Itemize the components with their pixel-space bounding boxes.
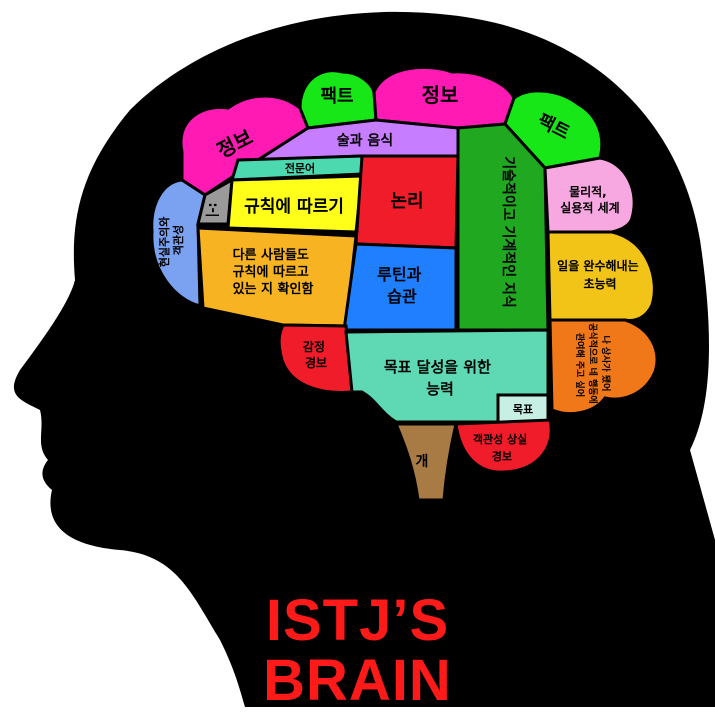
title-line-2: BRAIN	[263, 648, 452, 713]
label-fact-left: 팩트	[320, 86, 353, 107]
label-dog: 개	[416, 454, 429, 470]
label-superpower: 일을 완수해내는 초능력	[557, 258, 643, 291]
region-boss-feedback	[548, 318, 659, 415]
label-goal: 목표	[513, 403, 533, 416]
title-line-1: ISTJ’S	[265, 588, 450, 653]
label-objectivity-alarm: 객관성 상실 경보	[473, 432, 531, 463]
region-goal	[496, 393, 550, 425]
region-emotion-alarm	[277, 323, 354, 395]
label-physical-world: 물리적, 실용적 세계	[560, 184, 619, 215]
region-objectivity-alarm	[454, 418, 553, 474]
label-check-rules: 다른 사람들도 규칙에 따르고 있는 지 확인함	[233, 247, 314, 297]
region-physical-world	[543, 156, 636, 234]
label-info-top: 정보	[422, 83, 459, 107]
label-realism: 현실주의와 객관성	[157, 213, 185, 267]
label-follow-rules: 규칙에 따르기	[244, 197, 344, 217]
region-dog	[393, 422, 458, 502]
brain	[150, 66, 659, 502]
label-emotion-alarm: 감정 경보	[303, 339, 329, 370]
label-food: 술과 음식	[337, 133, 393, 149]
region-tech-knowledge	[456, 122, 550, 332]
label-routine: 루틴과 습관	[377, 265, 427, 306]
label-tech-knowledge: 기술적이고 기계적인 지식	[500, 156, 517, 307]
label-logic: 논리	[390, 191, 423, 212]
region-realism	[150, 178, 207, 308]
label-boss-feedback: 나 상사가 됐어 공식적으로 네 행동에 관여해 주고 싶어	[574, 323, 612, 407]
label-emoji: :-|	[205, 202, 220, 217]
label-expertise: 전문어	[285, 161, 315, 175]
label-goal-ability: 목표 달성을 위한 능력	[384, 358, 496, 398]
